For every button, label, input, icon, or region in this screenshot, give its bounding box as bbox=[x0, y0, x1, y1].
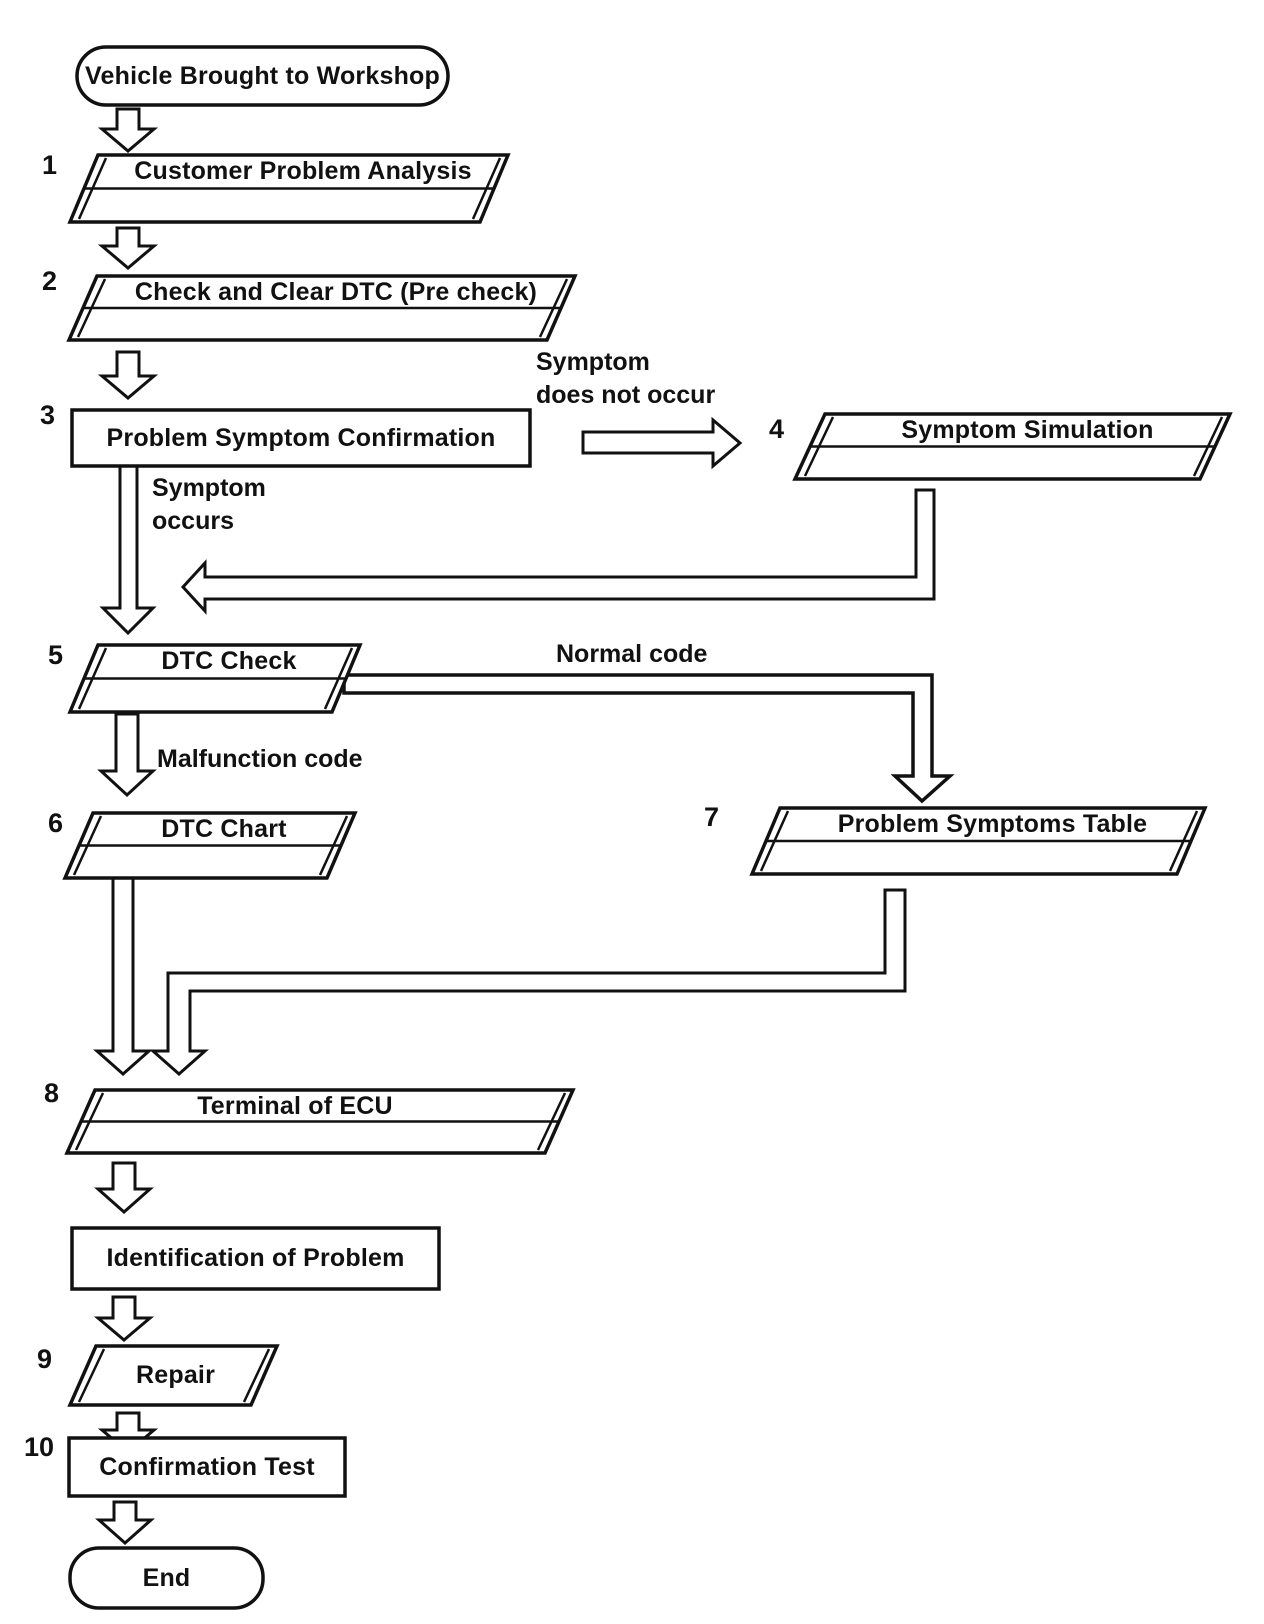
end-terminal-shape bbox=[68, 1546, 265, 1610]
step-number-8: 8 bbox=[44, 1078, 60, 1108]
node-7-detail bbox=[759, 810, 1199, 872]
arrow-2-to-3 bbox=[97, 350, 159, 400]
node-7-label: Problem Symptoms Table bbox=[837, 810, 1148, 838]
arrow-6-to-8-down bbox=[93, 876, 153, 1077]
edge-label-malfunction-code: Malfunction code bbox=[157, 745, 363, 773]
start-terminal-shape bbox=[75, 45, 450, 107]
step-number-6: 6 bbox=[48, 808, 64, 838]
edge-label-symptom-does-not-occur: Symptom does not occur bbox=[536, 348, 716, 409]
arrow-3-to-4-right bbox=[581, 416, 743, 470]
step-number-2: 2 bbox=[42, 266, 58, 296]
edge-label-normal-code: Normal code bbox=[556, 640, 708, 668]
arrow-start-to-1 bbox=[97, 107, 159, 153]
node-1-label: Customer Problem Analysis bbox=[134, 157, 472, 185]
node-10-label: Repair bbox=[135, 1361, 215, 1389]
arrow-3-to-5-down bbox=[99, 464, 157, 636]
node-9-label: Identification of Problem bbox=[106, 1244, 405, 1272]
node-11-shape bbox=[67, 1436, 347, 1498]
node-3-label: Problem Symptom Confirmation bbox=[106, 423, 496, 452]
node-8-label: Terminal of ECU bbox=[197, 1091, 393, 1120]
arrow-11-to-end bbox=[95, 1500, 155, 1546]
arrow-9-to-10 bbox=[93, 1295, 155, 1342]
node-1-detail bbox=[77, 157, 502, 220]
node-6-label: DTC Chart bbox=[161, 814, 287, 843]
step-number-9: 9 bbox=[37, 1344, 53, 1374]
node-2-detail bbox=[76, 278, 569, 338]
node-8-detail bbox=[74, 1092, 567, 1151]
start-terminal-label: Vehicle Brought to Workshop bbox=[85, 61, 440, 90]
node-5-label: DTC Check bbox=[161, 647, 297, 675]
arrow-8-to-9 bbox=[94, 1161, 154, 1215]
node-4-label: Symptom Simulation bbox=[901, 415, 1154, 444]
step-number-4: 4 bbox=[769, 414, 785, 444]
pipe-4-return-left-arrow bbox=[180, 488, 936, 615]
pipe-5-to-7-normal-code bbox=[342, 673, 955, 804]
node-10-detail bbox=[77, 1348, 271, 1403]
end-terminal-label: End bbox=[142, 1563, 191, 1592]
node-4-detail bbox=[803, 416, 1224, 477]
step-number-1: 1 bbox=[42, 150, 58, 180]
step-number-10: 10 bbox=[24, 1432, 55, 1462]
node-11-label: Confirmation Test bbox=[99, 1452, 315, 1481]
node-10-shape bbox=[67, 1344, 280, 1407]
node-3-shape bbox=[70, 408, 532, 468]
node-6-detail bbox=[72, 815, 349, 876]
step-number-3: 3 bbox=[40, 400, 56, 430]
arrow-5-to-6-malfunction bbox=[97, 712, 157, 798]
pipe-7-to-8 bbox=[149, 888, 907, 1077]
step-number-7: 7 bbox=[704, 802, 720, 832]
node-9-shape bbox=[70, 1226, 441, 1291]
node-2-label: Check and Clear DTC (Pre check) bbox=[134, 277, 538, 306]
arrow-1-to-2 bbox=[97, 226, 159, 270]
edge-label-symptom-occurs: Symptom occurs bbox=[152, 474, 266, 535]
step-number-5: 5 bbox=[48, 640, 64, 670]
node-5-detail bbox=[77, 647, 354, 710]
